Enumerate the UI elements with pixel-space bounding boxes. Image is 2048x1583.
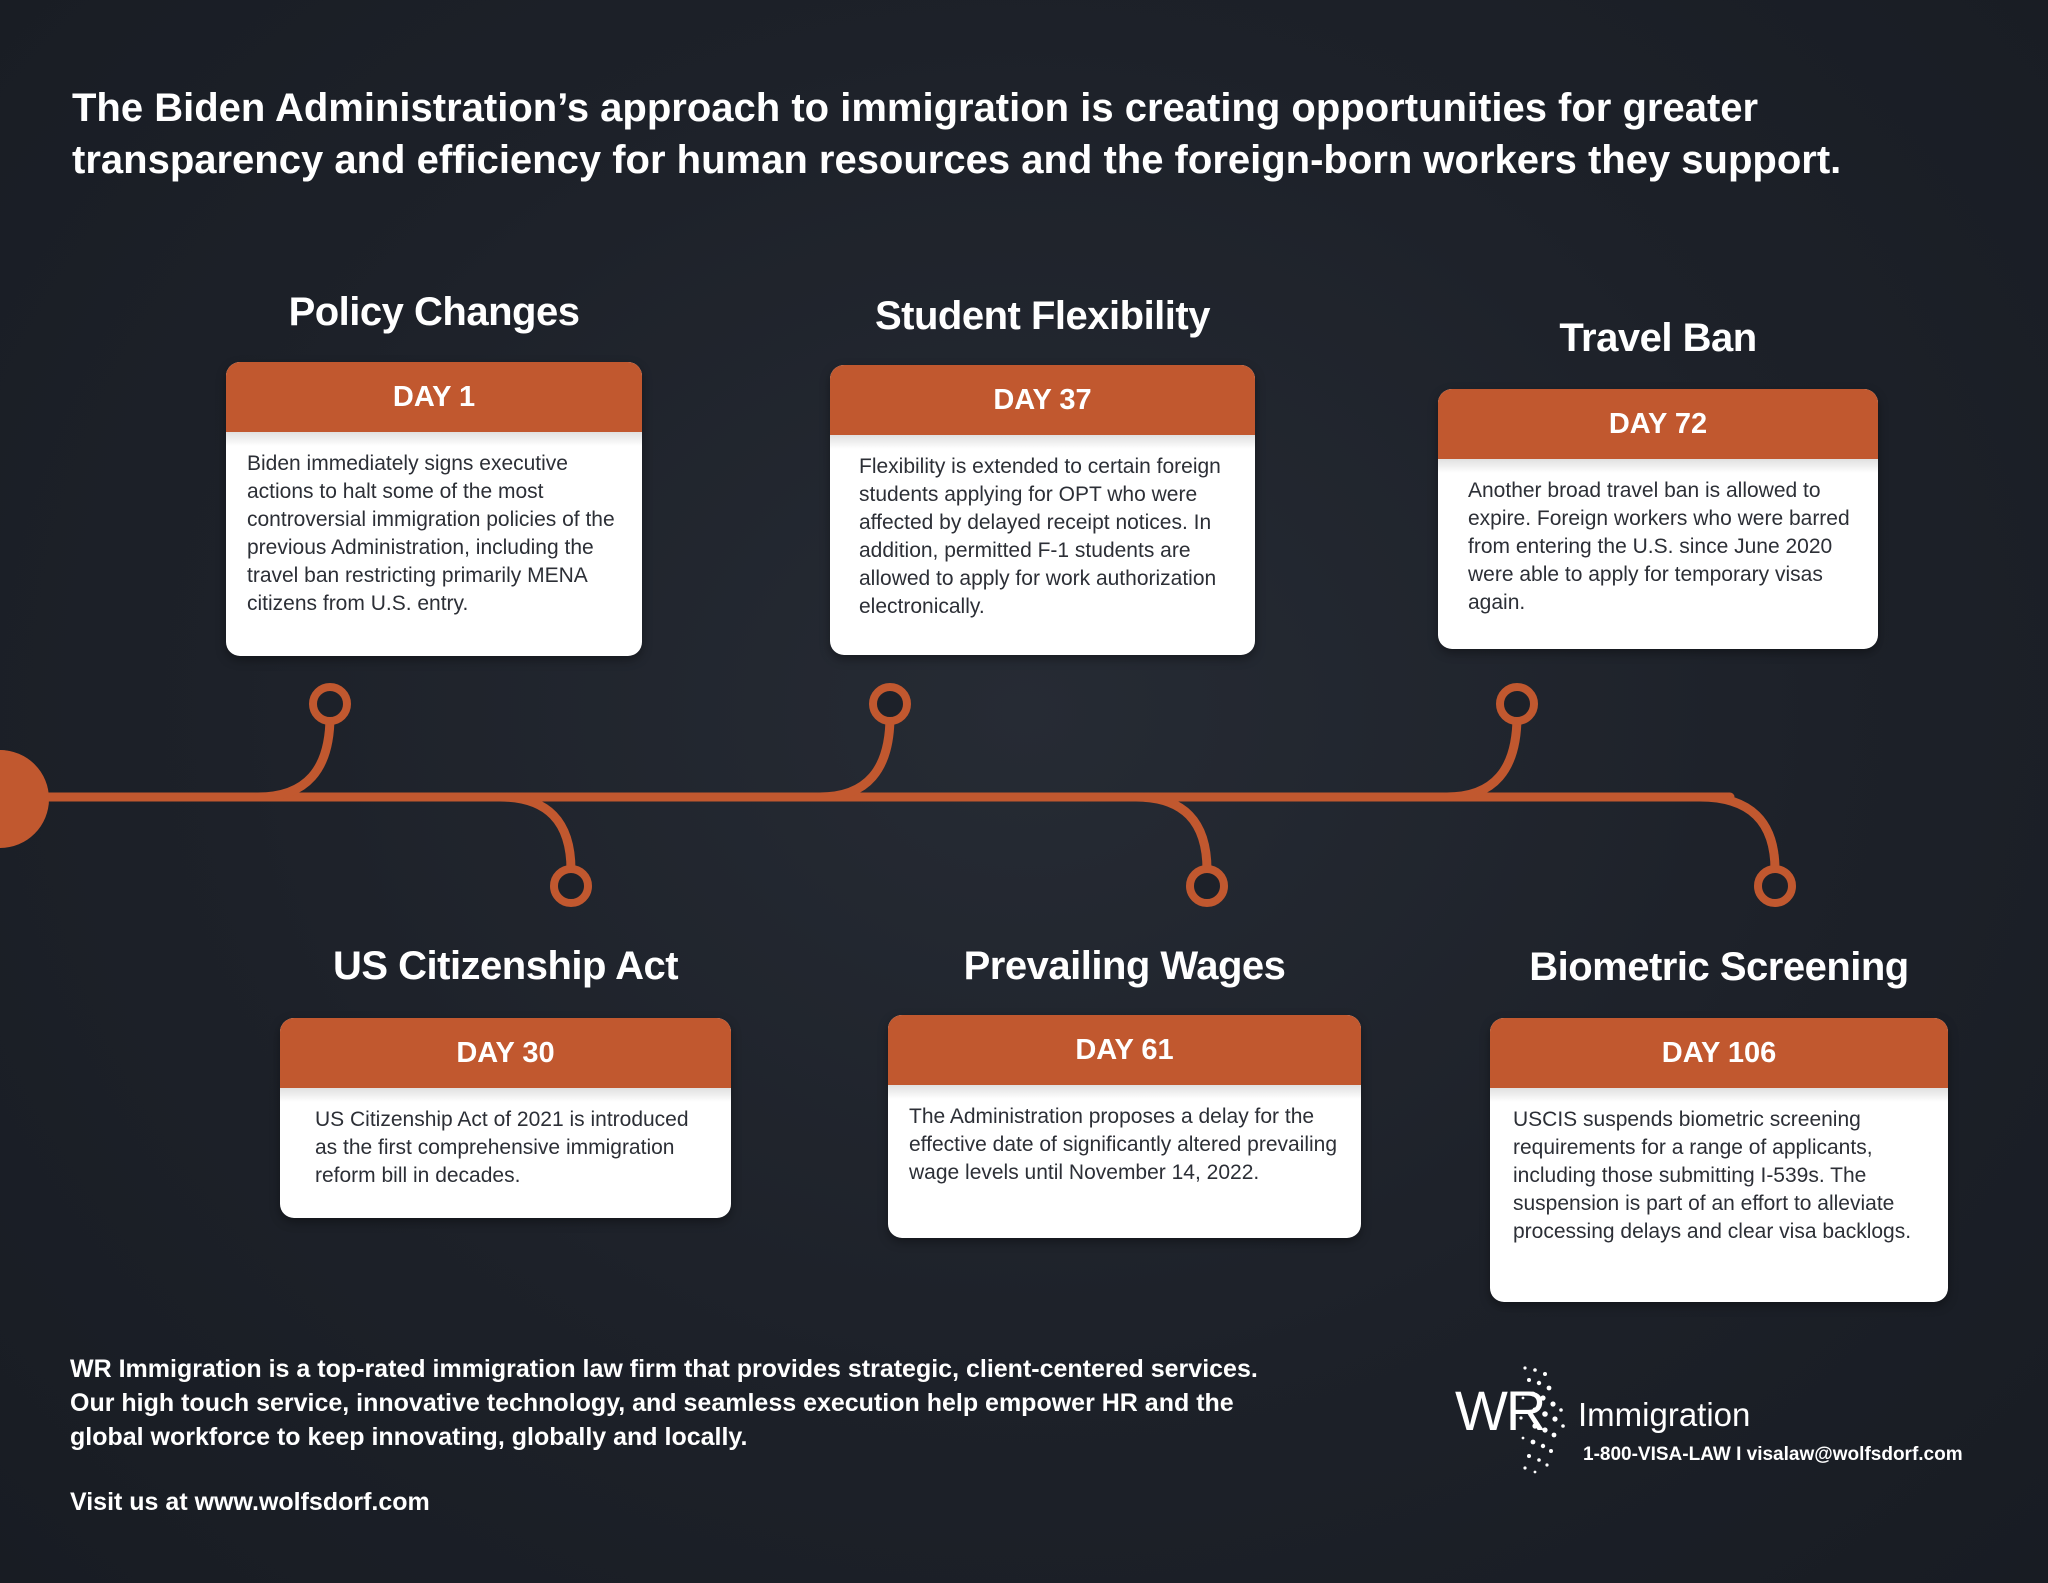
event-description: Flexibility is extended to certain forei… <box>859 455 1221 618</box>
connector-student-flexibility <box>815 711 895 802</box>
timeline-start-cap <box>0 750 48 846</box>
card-divider <box>888 1085 1361 1099</box>
milestone-node-prevailing-wages <box>1186 865 1228 907</box>
event-title: Policy Changes <box>288 290 580 334</box>
event-card: DAY 106 USCIS suspends biometric screeni… <box>1490 1018 1948 1302</box>
card-divider <box>1438 459 1878 473</box>
milestone-node-travel-ban <box>1496 683 1538 725</box>
connector-prevailing-wages <box>1131 792 1212 875</box>
card-divider <box>830 435 1255 449</box>
event-description: Another broad travel ban is allowed to e… <box>1468 479 1850 614</box>
milestone-node-policy-changes <box>309 683 351 725</box>
event-title: Biometric Screening <box>1529 945 1909 989</box>
logo-dots-icon <box>1519 1366 1565 1474</box>
connector-travel-ban <box>1442 711 1522 802</box>
event-description: The Administration proposes a delay for … <box>909 1105 1338 1184</box>
wr-immigration-logo: WR Immigration 1-800-VISA-LAW I visalaw@… <box>1455 1358 2015 1478</box>
event-card: DAY 37 Flexibility is extended to certai… <box>830 365 1255 655</box>
firm-description: WR Immigration is a top-rated immigratio… <box>70 1355 1258 1451</box>
website-text: Visit us at www.wolfsdorf.com <box>70 1488 430 1516</box>
event-card: DAY 1 Biden immediately signs executive … <box>226 362 642 656</box>
day-badge: DAY 106 <box>1490 1018 1948 1088</box>
logo-wr-text: WR <box>1455 1379 1546 1442</box>
event-card: DAY 72 Another broad travel ban is allow… <box>1438 389 1878 649</box>
event-description: US Citizenship Act of 2021 is introduced… <box>315 1108 689 1187</box>
card-divider <box>280 1088 731 1102</box>
event-description: Biden immediately signs executive action… <box>247 452 615 615</box>
event-card: DAY 30 US Citizenship Act of 2021 is int… <box>280 1018 731 1218</box>
logo-immigration-text: Immigration <box>1578 1396 1751 1433</box>
event-title: Student Flexibility <box>875 294 1210 338</box>
milestone-node-biometric-screening <box>1754 865 1796 907</box>
event-title: US Citizenship Act <box>332 944 679 988</box>
card-divider <box>226 432 642 446</box>
connector-biometric-screening <box>1695 792 1780 875</box>
day-badge: DAY 37 <box>830 365 1255 435</box>
milestone-node-student-flexibility <box>869 683 911 725</box>
day-badge: DAY 30 <box>280 1018 731 1088</box>
day-badge: DAY 72 <box>1438 389 1878 459</box>
day-badge: DAY 1 <box>226 362 642 432</box>
event-card: DAY 61 The Administration proposes a del… <box>888 1015 1361 1238</box>
headline: The Biden Administration’s approach to i… <box>72 86 1842 182</box>
connector-us-citizenship-act <box>495 792 576 875</box>
event-description: USCIS suspends biometric screening requi… <box>1513 1108 1912 1243</box>
event-title: Travel Ban <box>1559 316 1757 360</box>
connector-policy-changes <box>253 711 335 802</box>
contact-info: 1-800-VISA-LAW I visalaw@wolfsdorf.com <box>1583 1444 1963 1465</box>
day-badge: DAY 61 <box>888 1015 1361 1085</box>
event-title: Prevailing Wages <box>963 944 1286 988</box>
milestone-node-us-citizenship-act <box>550 865 592 907</box>
card-divider <box>1490 1088 1948 1102</box>
